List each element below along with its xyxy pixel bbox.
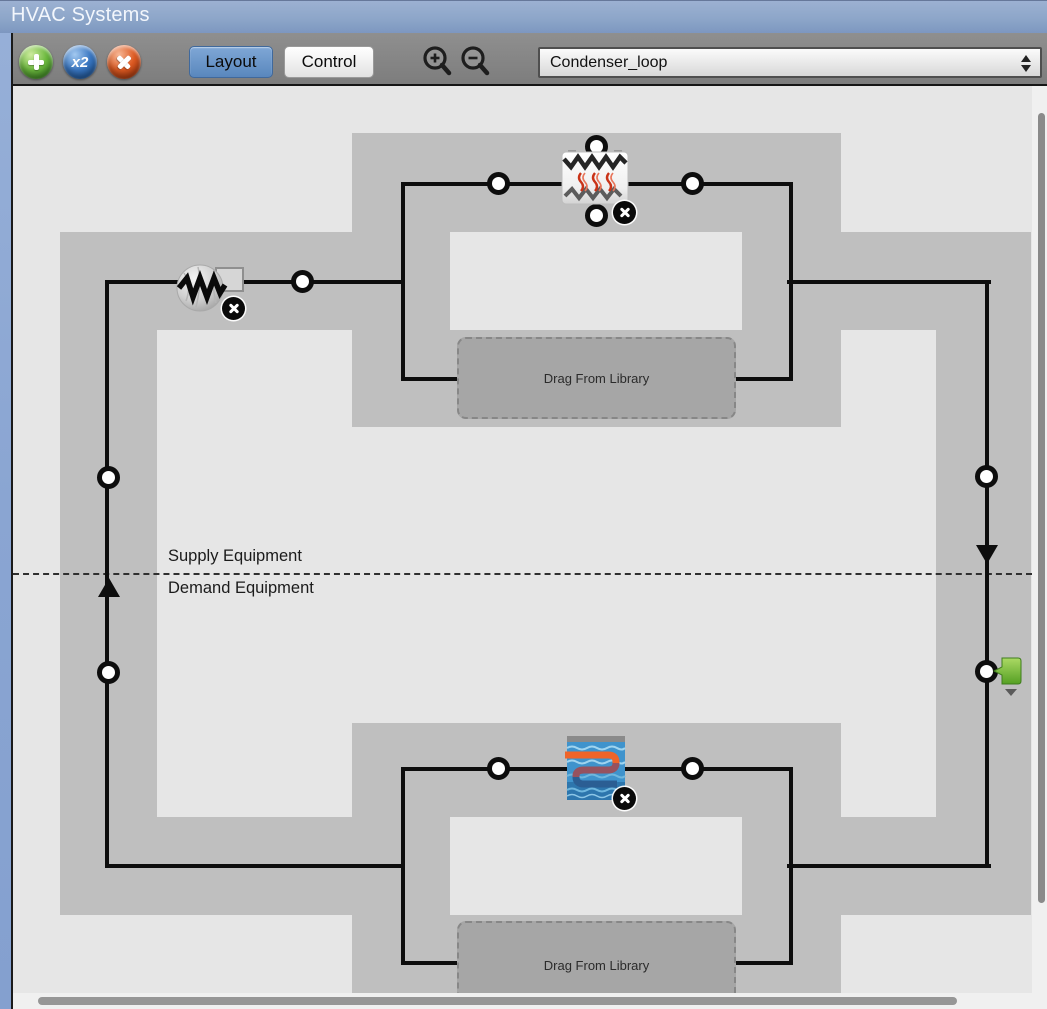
- content-area: x2 Layout Control: [11, 33, 1047, 1009]
- supply-equipment-label: Supply Equipment: [168, 547, 302, 565]
- loop-selector-value: Condenser_loop: [550, 53, 668, 71]
- add-loop-button[interactable]: [19, 45, 53, 79]
- node[interactable]: [487, 757, 510, 780]
- horizontal-scrollbar-thumb[interactable]: [38, 997, 957, 1005]
- tab-layout[interactable]: Layout: [189, 46, 273, 78]
- horizontal-scrollbar: [13, 993, 1047, 1009]
- node[interactable]: [681, 757, 704, 780]
- x2-icon: x2: [71, 53, 89, 71]
- zoom-out-icon[interactable]: [459, 44, 492, 80]
- node[interactable]: [681, 172, 704, 195]
- toolbar: x2 Layout Control: [13, 33, 1047, 86]
- zoom-in-icon[interactable]: [421, 44, 454, 80]
- vertical-scrollbar: [1032, 86, 1047, 993]
- node[interactable]: [487, 172, 510, 195]
- flow-arrow-down: [976, 545, 998, 564]
- demand-link-tag-icon[interactable]: [992, 654, 1026, 698]
- tab-control[interactable]: Control: [284, 46, 374, 78]
- flow-arrow-up: [98, 578, 120, 597]
- vertical-scrollbar-thumb[interactable]: [1038, 113, 1045, 903]
- node[interactable]: [97, 466, 120, 489]
- pump-component[interactable]: [172, 259, 246, 315]
- demand-splitter-pipe: [401, 767, 405, 965]
- pump-delete-icon[interactable]: [222, 297, 245, 320]
- supply-branch-inner: [450, 232, 742, 330]
- fluid-cooler-component[interactable]: [558, 146, 632, 208]
- demand-mixer-pipe: [789, 767, 793, 965]
- supply-pipe: [105, 280, 405, 284]
- node[interactable]: [585, 204, 608, 227]
- supply-splitter-pipe: [401, 182, 405, 381]
- supply-demand-divider: [13, 573, 1032, 575]
- node[interactable]: [975, 465, 998, 488]
- feed-pipe: [985, 280, 989, 868]
- supply-mixer-pipe: [789, 182, 793, 381]
- node[interactable]: [291, 270, 314, 293]
- window-title: HVAC Systems: [11, 4, 150, 26]
- duplicate-loop-button[interactable]: x2: [63, 45, 97, 79]
- demand-pipe: [105, 864, 405, 868]
- loop-diagram-canvas[interactable]: Drag From Library Drag From Library: [13, 86, 1032, 993]
- add-icon: [26, 52, 46, 72]
- return-pipe: [105, 280, 109, 868]
- supply-drop-zone[interactable]: Drag From Library: [457, 337, 736, 419]
- loop-selector[interactable]: Condenser_loop: [538, 47, 1042, 78]
- water-coil-delete-icon[interactable]: [613, 787, 636, 810]
- supply-pipe: [787, 280, 991, 284]
- delete-icon: [110, 48, 138, 76]
- node[interactable]: [97, 661, 120, 684]
- delete-loop-button[interactable]: [107, 45, 141, 79]
- demand-equipment-label: Demand Equipment: [168, 579, 314, 597]
- demand-pipe: [787, 864, 991, 868]
- demand-branch-inner: [450, 817, 742, 915]
- spinner-icon[interactable]: [1019, 52, 1033, 74]
- title-bar: HVAC Systems: [0, 0, 1047, 33]
- fluid-cooler-delete-icon[interactable]: [613, 201, 636, 224]
- demand-drop-zone[interactable]: Drag From Library: [457, 921, 736, 993]
